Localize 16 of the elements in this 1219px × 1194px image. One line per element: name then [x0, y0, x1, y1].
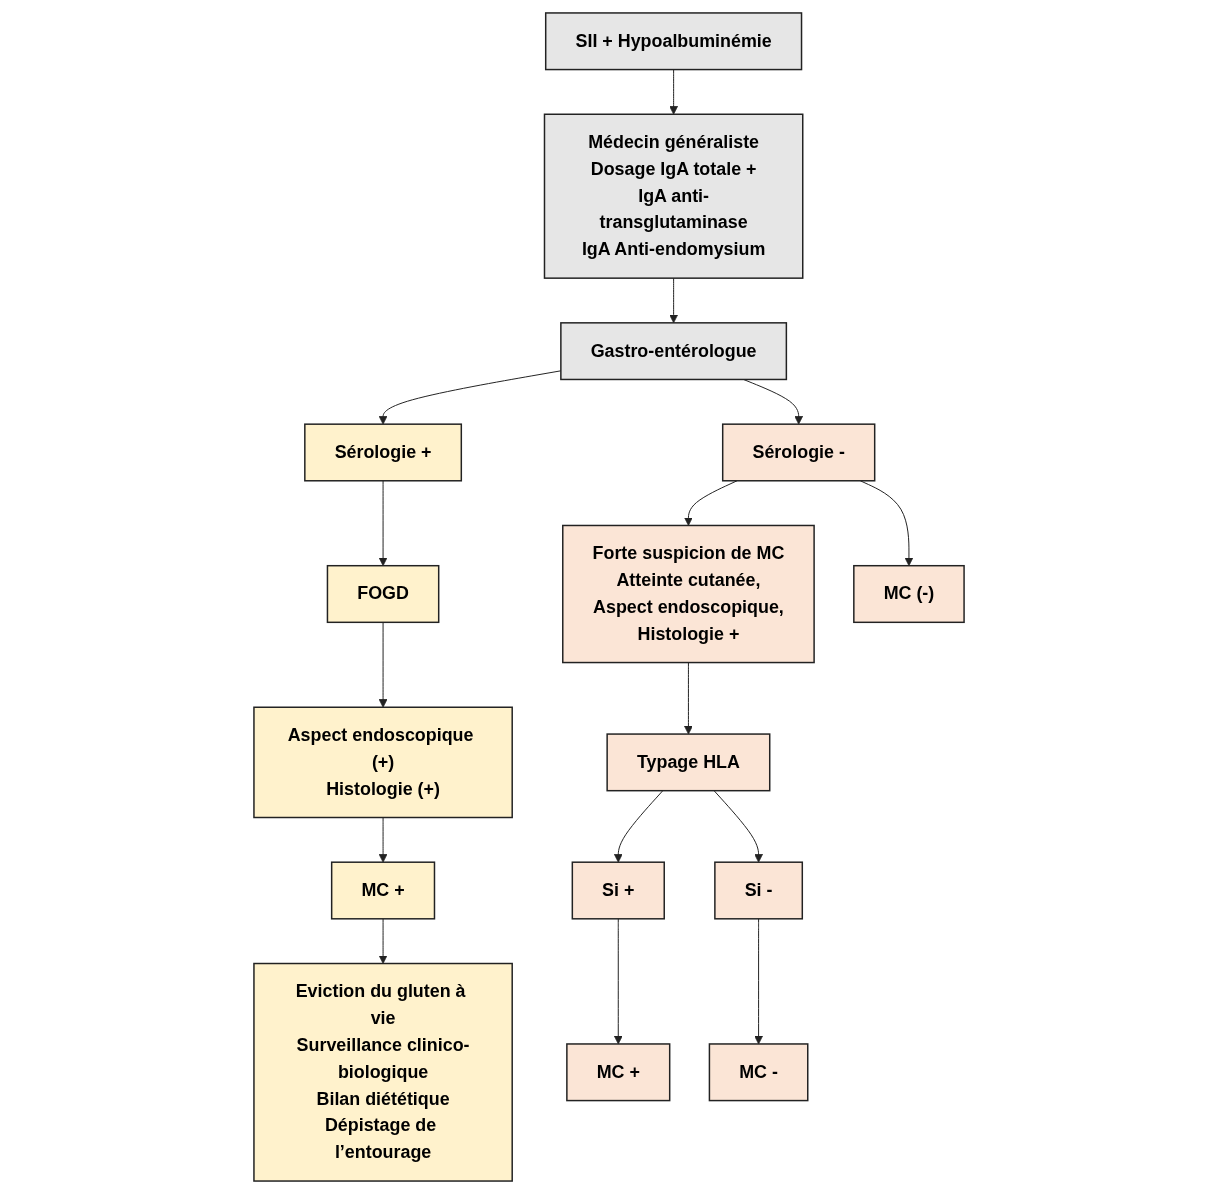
node-box: Eviction du gluten à vie Surveillance clinico-biologique Bilan diététique Dépistage de l’entourage	[253, 962, 514, 1182]
node-box: MC -	[709, 1043, 809, 1102]
node-box: Gastro-entérologue	[560, 322, 788, 381]
node-box: Forte suspicion de MC Atteinte cutanée, Aspect endoscopique, Histologie +	[562, 524, 816, 664]
node-box: Si +	[572, 861, 666, 920]
node-box: MC +	[331, 861, 436, 920]
node-box: Aspect endoscopique (+) Histologie (+)	[253, 706, 514, 819]
node-box: Sérologie -	[722, 423, 876, 482]
node-box: FOGD	[327, 564, 440, 624]
node-box: MC +	[566, 1043, 671, 1102]
node-box: MC (-)	[853, 564, 966, 624]
node-box: Médecin généraliste Dosage IgA totale + IgA anti-transglutaminase IgA Anti-endomysium	[544, 113, 804, 279]
node-box: Typage HLA	[606, 733, 771, 792]
node-box: Si -	[714, 861, 804, 920]
node-box: Sérologie +	[304, 423, 463, 482]
node-box: SII + Hypoalbuminémie	[545, 12, 803, 71]
